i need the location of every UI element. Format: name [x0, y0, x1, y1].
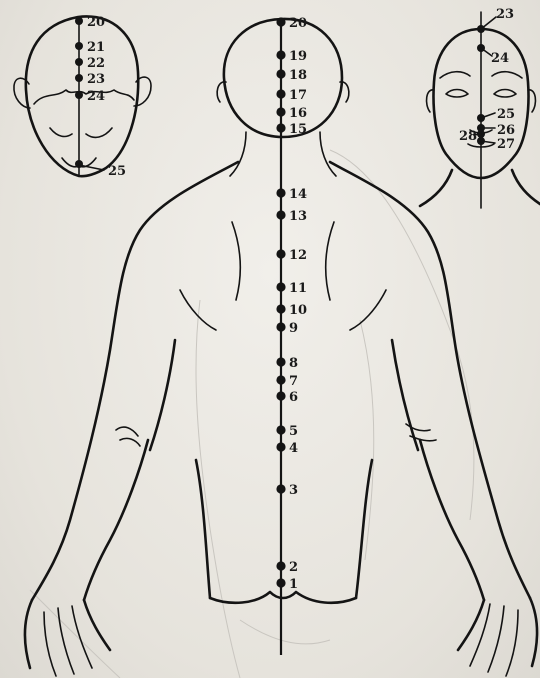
back-point-8 [276, 357, 285, 366]
back-point-19 [276, 50, 285, 59]
back-label-13: 13 [289, 209, 307, 224]
top-head-label-22: 22 [87, 56, 105, 71]
back-point-18 [276, 69, 285, 78]
top-head-label-25: 25 [108, 164, 126, 179]
top-head-point-25 [75, 160, 83, 168]
top-head-point-21 [75, 42, 83, 50]
back-point-7 [276, 375, 285, 384]
top-head-label-24: 24 [87, 89, 105, 104]
back-label-2: 2 [289, 560, 298, 575]
back-label-3: 3 [289, 483, 298, 498]
back-label-4: 4 [289, 441, 298, 456]
face-label-25: 25 [497, 107, 515, 122]
back-point-15 [276, 123, 285, 132]
back-label-18: 18 [289, 68, 307, 83]
face-label-26: 26 [497, 123, 515, 138]
top-head-label-21: 21 [87, 40, 105, 55]
back-label-1: 1 [289, 577, 298, 592]
back-point-10 [276, 304, 285, 313]
face-label-23: 23 [496, 7, 514, 22]
back-label-7: 7 [289, 374, 298, 389]
top-head-label-20: 20 [87, 15, 105, 30]
top-head-point-24 [75, 91, 83, 99]
back-point-6 [276, 391, 285, 400]
back-point-9 [276, 322, 285, 331]
back-label-10: 10 [289, 303, 307, 318]
back-label-16: 16 [289, 106, 307, 121]
top-head-label-23: 23 [87, 72, 105, 87]
back-point-13 [276, 210, 285, 219]
back-point-1 [276, 578, 285, 587]
back-point-17 [276, 89, 285, 98]
back-point-11 [276, 282, 285, 291]
top-head-point-22 [75, 58, 83, 66]
back-label-5: 5 [289, 424, 298, 439]
back-point-12 [276, 249, 285, 258]
back-point-16 [276, 107, 285, 116]
back-point-2 [276, 561, 285, 570]
back-label-19: 19 [289, 49, 307, 64]
back-label-6: 6 [289, 390, 298, 405]
back-label-12: 12 [289, 248, 307, 263]
back-label-15: 15 [289, 122, 307, 137]
back-label-11: 11 [289, 281, 307, 296]
back-label-9: 9 [289, 321, 298, 336]
back-label-14: 14 [289, 187, 307, 202]
back-label-20: 20 [289, 16, 307, 31]
back-label-8: 8 [289, 356, 298, 371]
back-point-4 [276, 442, 285, 451]
face-label-24: 24 [491, 51, 509, 66]
face-view [420, 12, 540, 208]
face-label-27: 27 [497, 137, 515, 152]
top-head-point-20 [75, 17, 83, 25]
back-point-3 [276, 484, 285, 493]
face-label-28: 28 [459, 129, 477, 144]
back-point-14 [276, 188, 285, 197]
back-label-17: 17 [289, 88, 307, 103]
back-point-20 [276, 17, 285, 26]
top-head-point-23 [75, 74, 83, 82]
back-point-5 [276, 425, 285, 434]
